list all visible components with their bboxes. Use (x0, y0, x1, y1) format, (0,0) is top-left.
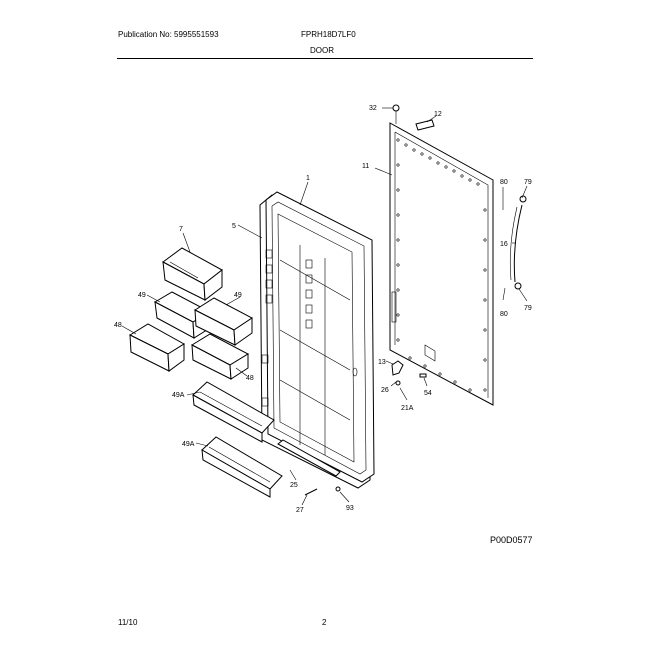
callout-12: 12 (434, 111, 442, 118)
dairy-bin-7 (162, 247, 223, 301)
header-rule (117, 58, 533, 59)
callout-48-left: 48 (114, 322, 122, 329)
hinge-bushing (391, 360, 404, 386)
page-number: 2 (322, 618, 327, 627)
callout-54: 54 (424, 390, 432, 397)
diagram-code: P00D0577 (490, 535, 533, 545)
screw-93 (335, 486, 341, 492)
bottom-trim-strip (277, 439, 341, 477)
callout-93: 93 (346, 505, 354, 512)
callout-labels: 1 5 7 11 12 13 16 21A 25 26 27 32 48 48 … (114, 105, 532, 514)
callout-7: 7 (179, 226, 183, 233)
callout-25: 25 (290, 482, 298, 489)
callout-26: 26 (381, 387, 389, 394)
callout-16: 16 (500, 241, 508, 248)
callout-49a-lower: 49A (182, 441, 195, 448)
callout-49-left: 49 (138, 292, 146, 299)
door-stop (419, 373, 427, 378)
callout-49-right: 49 (234, 292, 242, 299)
hinge-cap (392, 104, 400, 124)
callout-27: 27 (296, 507, 304, 514)
publication-number: Publication No: 5995551593 (118, 30, 219, 39)
door-shelf-49a-lower (201, 436, 283, 498)
callout-80-bottom: 80 (500, 311, 508, 318)
door-bin-48-left (128, 323, 185, 372)
section-title: DOOR (310, 46, 334, 55)
hinge-bracket (415, 119, 435, 131)
model-number: FPRH18D7LF0 (301, 30, 356, 39)
door-handle (509, 195, 527, 290)
callout-79-top: 79 (524, 179, 532, 186)
leader-lines (121, 107, 528, 506)
callout-13: 13 (378, 359, 386, 366)
callout-48-right: 48 (246, 375, 254, 382)
door-bin-49-upper-right (193, 297, 253, 346)
outer-door-panel (389, 122, 494, 406)
callout-80-top: 80 (500, 179, 508, 186)
callout-1: 1 (306, 175, 310, 182)
door-shelf-49a-upper (192, 381, 275, 443)
callout-49a-upper: 49A (172, 392, 185, 399)
callout-11: 11 (362, 163, 369, 170)
callout-79-bottom: 79 (524, 305, 532, 312)
footer-date: 11/10 (118, 618, 138, 627)
screw-27 (304, 488, 318, 496)
callout-5: 5 (232, 223, 236, 230)
callout-32: 32 (369, 105, 377, 112)
inner-door-liner (261, 191, 375, 483)
callout-21a: 21A (401, 405, 414, 412)
door-bin-48-right (190, 333, 250, 380)
